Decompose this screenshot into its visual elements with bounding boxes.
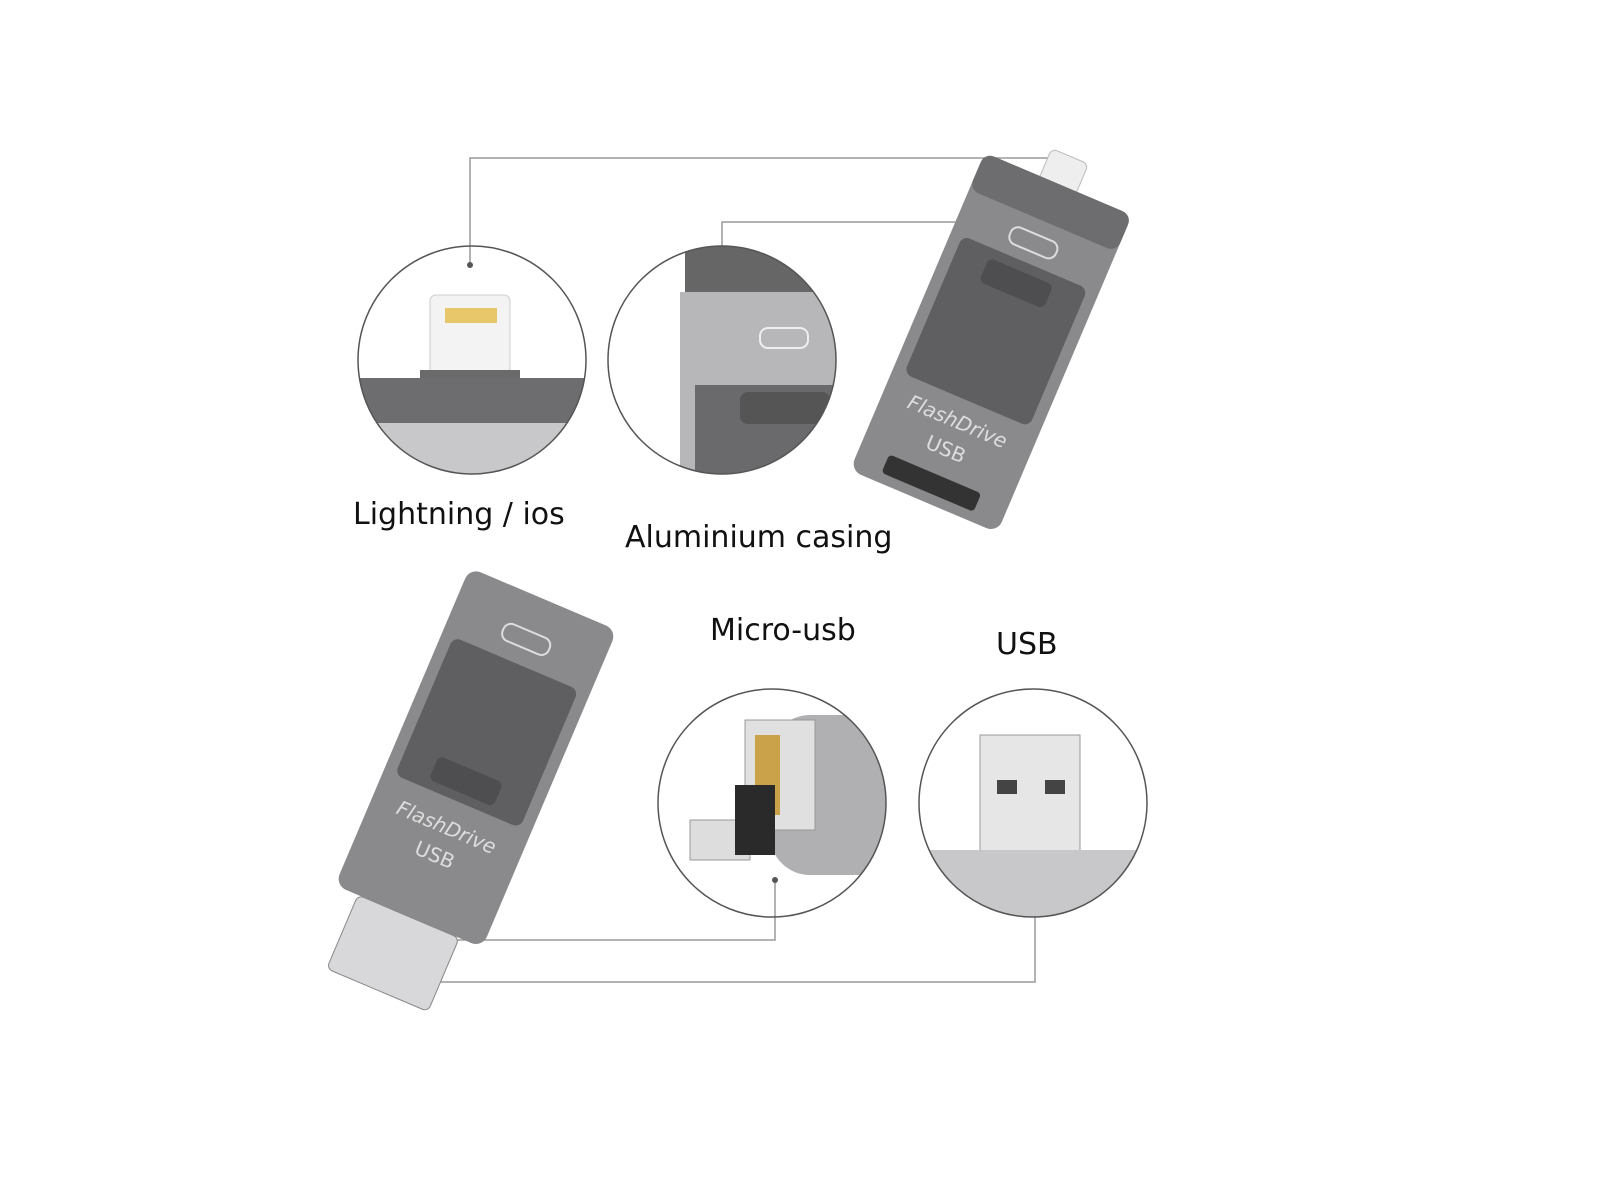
label-lightning: Lightning / ios (353, 497, 565, 532)
callout-line-micro-usb (410, 880, 776, 941)
casing-detail-circle (607, 245, 837, 475)
label-micro-usb: Micro-usb (710, 613, 856, 648)
lightning-detail-circle (357, 245, 587, 475)
flash-drive-top: FlashDrive USB (853, 149, 1129, 530)
usb-detail-circle (918, 688, 1148, 918)
label-usb: USB (996, 627, 1058, 662)
callout-line-usb (410, 885, 1036, 983)
flash-drive-bottom: FlashDrive USB (328, 571, 614, 1011)
callout-line-lightning (469, 157, 1065, 265)
micro-usb-detail-circle (657, 688, 887, 918)
label-casing: Aluminium casing (625, 520, 893, 555)
